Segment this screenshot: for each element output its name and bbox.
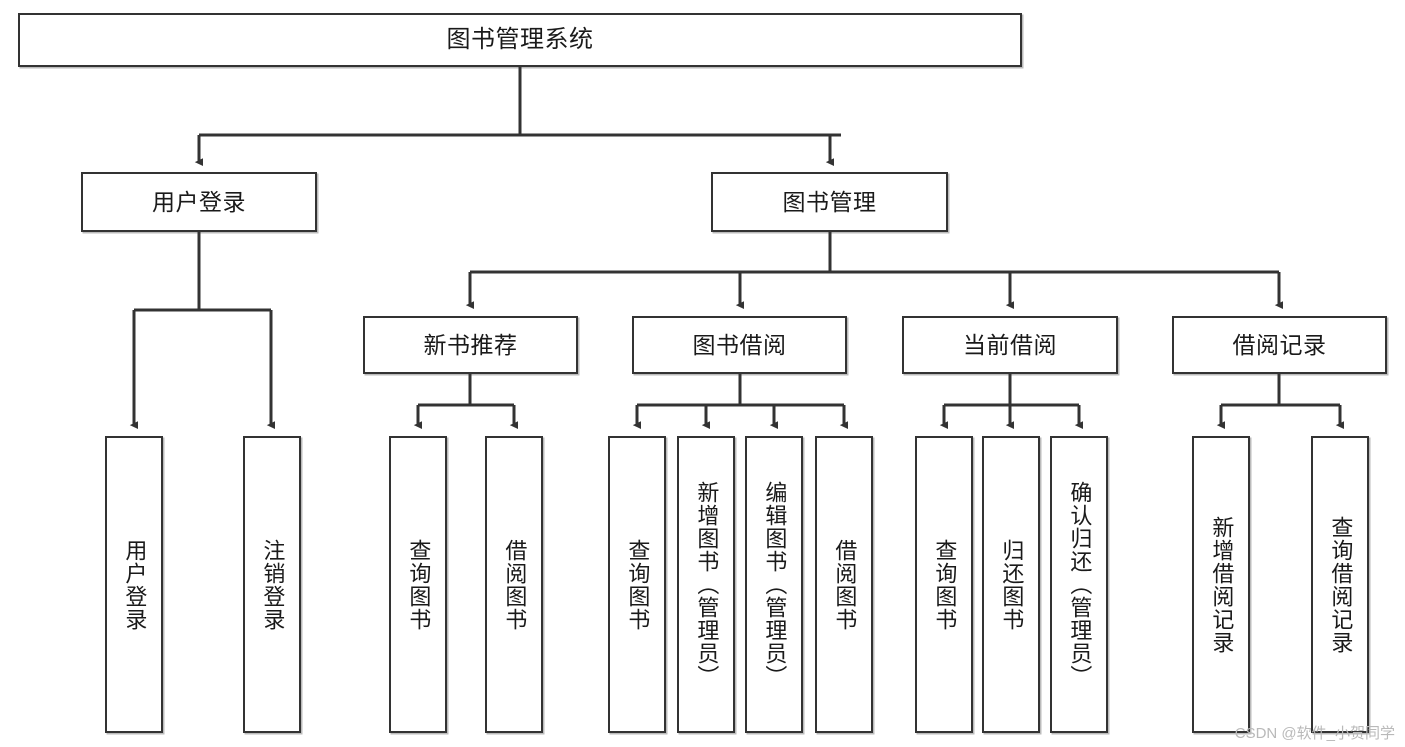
node-new-book-recommend-label: 新书推荐 [423, 331, 518, 358]
node-leaf-add-record[interactable]: 新增借阅记录 [1192, 436, 1250, 733]
node-leaf-borrow-book-1[interactable]: 借阅图书 [485, 436, 543, 733]
node-leaf-borrow-book-1-label: 借阅图书 [502, 538, 528, 631]
node-book-borrow-label: 图书借阅 [692, 331, 787, 358]
node-leaf-logout-login-label: 注销登录 [260, 538, 286, 631]
node-leaf-confirm-return[interactable]: 确认归还（管理员） [1050, 436, 1108, 733]
node-leaf-query-book-3[interactable]: 查询图书 [915, 436, 973, 733]
node-new-book-recommend[interactable]: 新书推荐 [363, 316, 578, 374]
node-current-borrow-label: 当前借阅 [963, 331, 1057, 358]
node-user-login[interactable]: 用户登录 [81, 172, 317, 232]
node-leaf-confirm-return-label: 确认归还（管理员） [1067, 481, 1093, 688]
node-leaf-query-book-3-label: 查询图书 [932, 538, 958, 631]
node-leaf-query-record-label: 查询借阅记录 [1328, 515, 1354, 654]
node-leaf-return-book-label: 归还图书 [999, 538, 1025, 631]
node-leaf-query-book-1-label: 查询图书 [406, 538, 432, 631]
node-root-book-management-system[interactable]: 图书管理系统 [18, 13, 1022, 67]
node-user-login-label: 用户登录 [152, 188, 246, 215]
node-leaf-logout-login[interactable]: 注销登录 [243, 436, 301, 733]
node-leaf-return-book[interactable]: 归还图书 [982, 436, 1040, 733]
node-leaf-query-record[interactable]: 查询借阅记录 [1311, 436, 1369, 733]
node-leaf-query-book-2[interactable]: 查询图书 [608, 436, 666, 733]
node-borrow-record[interactable]: 借阅记录 [1172, 316, 1387, 374]
node-leaf-add-record-label: 新增借阅记录 [1209, 515, 1235, 654]
node-borrow-record-label: 借阅记录 [1232, 331, 1327, 358]
node-leaf-add-book-label: 新增图书（管理员） [694, 481, 720, 688]
node-leaf-user-login[interactable]: 用户登录 [105, 436, 163, 733]
node-book-manage-label: 图书管理 [782, 188, 877, 215]
node-current-borrow[interactable]: 当前借阅 [902, 316, 1118, 374]
node-book-borrow[interactable]: 图书借阅 [632, 316, 847, 374]
node-leaf-edit-book-label: 编辑图书（管理员） [762, 481, 788, 688]
node-leaf-borrow-book-2-label: 借阅图书 [832, 538, 858, 631]
node-leaf-edit-book[interactable]: 编辑图书（管理员） [745, 436, 803, 733]
node-leaf-query-book-1[interactable]: 查询图书 [389, 436, 447, 733]
node-book-manage[interactable]: 图书管理 [711, 172, 948, 232]
node-root-label: 图书管理系统 [446, 26, 594, 54]
node-leaf-borrow-book-2[interactable]: 借阅图书 [815, 436, 873, 733]
node-leaf-user-login-label: 用户登录 [122, 538, 148, 631]
node-leaf-add-book[interactable]: 新增图书（管理员） [677, 436, 735, 733]
node-leaf-query-book-2-label: 查询图书 [625, 538, 651, 631]
